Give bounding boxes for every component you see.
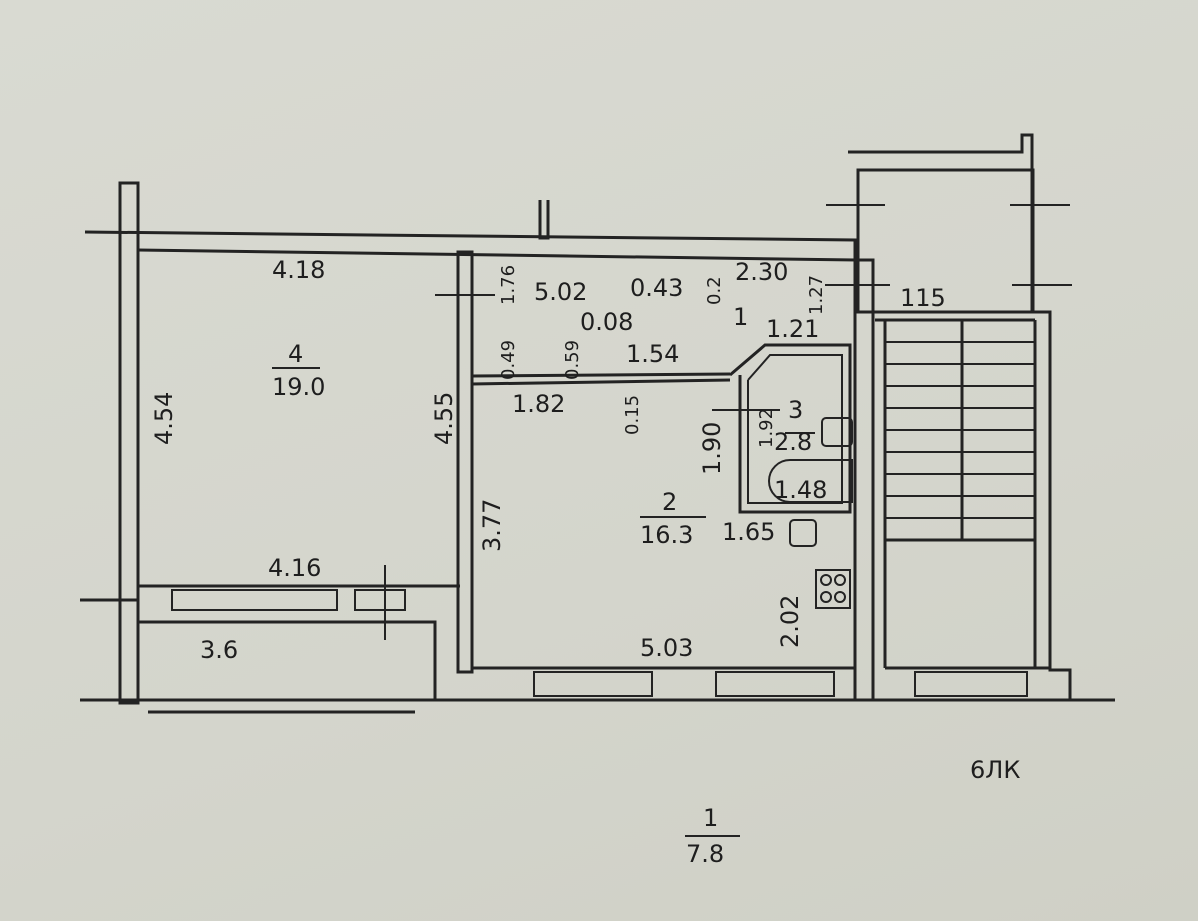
dim-1-65: 1.65 (722, 518, 775, 546)
dim-3-77: 3.77 (478, 499, 506, 552)
dim-0-08: 0.08 (580, 308, 633, 336)
dim-1-92: 1.92 (756, 408, 777, 448)
dim-2-02: 2.02 (776, 595, 804, 648)
dim-0-2: 0.2 (704, 276, 725, 305)
dim-4-18: 4.18 (272, 256, 325, 284)
walls (80, 133, 1115, 837)
dim-1-21: 1.21 (766, 315, 819, 343)
labels: 4.18 4 19.0 4.54 4.55 4.16 3.6 5.02 0.43… (150, 256, 1020, 868)
dim-0-15: 0.15 (622, 395, 643, 435)
dim-1-90: 1.90 (698, 422, 726, 475)
dim-5-02: 5.02 (534, 278, 587, 306)
dim-4-54: 4.54 (150, 392, 178, 445)
footer-denominator: 7.8 (686, 840, 724, 868)
dim-1-27: 1.27 (806, 275, 827, 315)
dim-4-16: 4.16 (268, 554, 321, 582)
room-2-area: 16.3 (640, 521, 693, 549)
dim-0-59: 0.59 (562, 340, 583, 380)
dim-2-30: 2.30 (735, 258, 788, 286)
dim-0-43: 0.43 (630, 274, 683, 302)
room-4-number: 4 (288, 340, 303, 368)
room-3-number: 3 (788, 396, 803, 424)
room-1-number: 1 (733, 303, 748, 331)
room-2-number: 2 (662, 488, 677, 516)
dim-1-82: 1.82 (512, 390, 565, 418)
dim-1-48: 1.48 (774, 476, 827, 504)
stamp-label: 6ЛК (970, 756, 1020, 784)
dim-1-54: 1.54 (626, 340, 679, 368)
dim-1-76: 1.76 (498, 265, 519, 305)
room-4-area: 19.0 (272, 373, 325, 401)
dim-4-55: 4.55 (430, 392, 458, 445)
dim-115: 115 (900, 284, 946, 312)
room-3-area: 2.8 (774, 428, 812, 456)
footer-numerator: 1 (703, 804, 718, 832)
dim-3-6: 3.6 (200, 636, 238, 664)
dim-5-03: 5.03 (640, 634, 693, 662)
dim-0-49: 0.49 (498, 340, 519, 380)
